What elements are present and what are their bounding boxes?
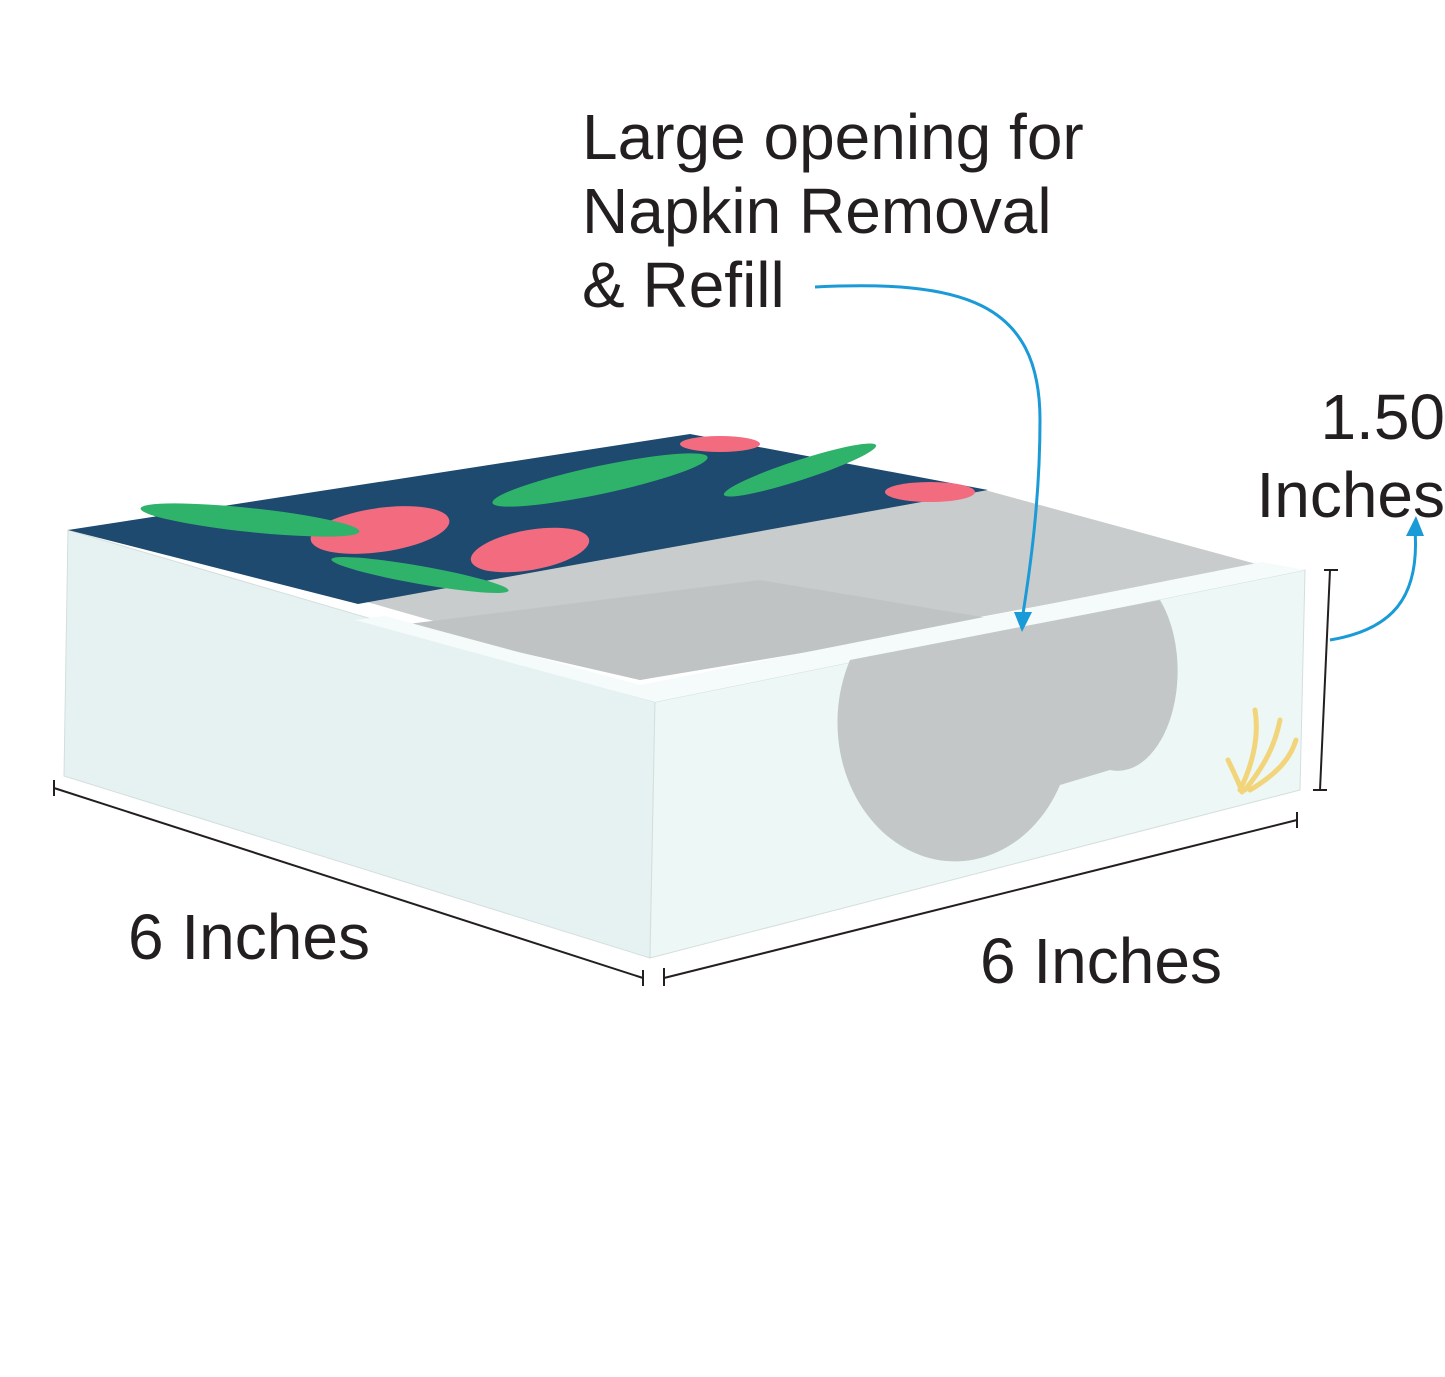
callout-line-3: & Refill xyxy=(582,249,785,321)
napkin-holder-box xyxy=(63,434,1306,959)
height-value-label: 1.50 xyxy=(1320,381,1445,453)
depth-dimension-line xyxy=(53,787,644,979)
napkin-opening-cutout xyxy=(837,600,1178,862)
callout-line-2: Napkin Removal xyxy=(582,175,1052,247)
arrowhead-icon xyxy=(1014,612,1032,632)
width-dimension-line xyxy=(663,819,1298,979)
dimension-lines xyxy=(53,569,1338,986)
brand-logo-icon xyxy=(1225,707,1299,795)
width-label: 6 Inches xyxy=(980,925,1222,997)
height-unit-label: Inches xyxy=(1256,459,1445,531)
box-inner-floor xyxy=(400,580,1000,680)
height-dimension-line xyxy=(1319,569,1331,791)
arrowhead-icon xyxy=(1406,516,1424,536)
callout-arrows xyxy=(814,284,1424,642)
opening-callout-arrow xyxy=(814,284,1042,621)
lid-leaf-pattern xyxy=(140,436,975,593)
depth-label: 6 Inches xyxy=(128,901,370,973)
callout-line-1: Large opening for xyxy=(582,101,1084,173)
box-front-rim xyxy=(355,562,1305,702)
height-callout-arrow xyxy=(1329,529,1418,642)
